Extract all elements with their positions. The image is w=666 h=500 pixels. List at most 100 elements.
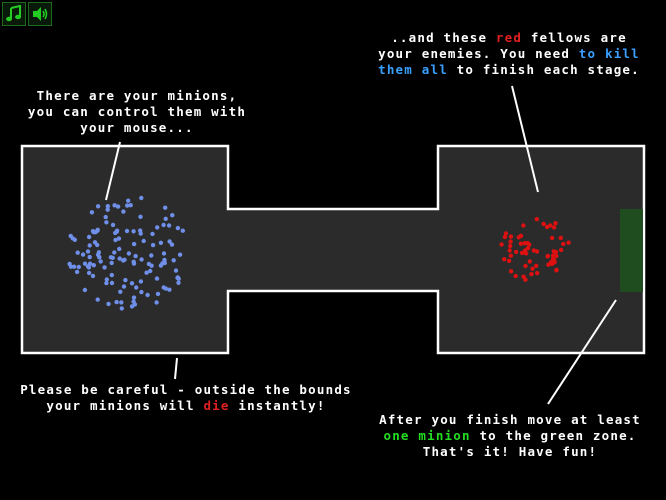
minion-dot (138, 214, 143, 219)
tip-enemies-text: to finish each stage. (447, 62, 640, 77)
minion-dot (155, 225, 160, 230)
minion-dot (141, 238, 146, 244)
enemy-group (499, 217, 571, 282)
minion-dot (86, 265, 92, 270)
minion-dot (95, 228, 100, 233)
enemy-dot (521, 223, 526, 228)
minion-dot (163, 205, 168, 210)
minion-dot (161, 285, 166, 290)
minion-dot (175, 225, 181, 231)
minion-dot (126, 198, 131, 203)
music-toggle-button[interactable] (2, 2, 26, 26)
minion-dot (167, 239, 172, 244)
enemy-dot (527, 242, 532, 247)
minion-dot (121, 209, 126, 214)
tip-minions: There are your minions, you can control … (8, 88, 266, 136)
minion-dot (125, 203, 130, 208)
tip-enemies-red-word: red (495, 30, 523, 45)
minion-dot (169, 242, 175, 247)
enemy-dot (503, 231, 509, 236)
minion-dot (154, 276, 160, 281)
enemy-dot (541, 221, 546, 227)
minion-dot (128, 203, 133, 208)
minion-dot (171, 258, 176, 263)
enemy-dot (566, 240, 571, 245)
arena[interactable] (20, 144, 646, 355)
tip-minions-line2: you can control them with (27, 104, 247, 119)
enemy-dot (546, 262, 551, 267)
enemy-dot (508, 239, 513, 244)
minion-dot (123, 277, 128, 283)
enemy-dot (554, 253, 559, 259)
minion-dot (138, 279, 144, 284)
minion-dot (121, 258, 126, 263)
minion-dot (86, 270, 92, 276)
tip-enemies: ..and these red fellows are your enemies… (360, 30, 658, 78)
enemy-dot (554, 267, 559, 273)
minion-dot (131, 229, 136, 234)
minion-dot (98, 259, 103, 264)
minion-dot (160, 261, 165, 266)
minion-dot (150, 231, 155, 237)
minion-dot (112, 203, 117, 208)
tip-bounds-text: instantly! (229, 398, 326, 413)
enemy-dot (513, 249, 519, 255)
tip-enemies-text: your enemies. You need (378, 46, 579, 61)
minion-dot (175, 275, 180, 280)
minion-dot (95, 252, 101, 257)
minion-dot (134, 285, 139, 290)
minion-dot (117, 246, 122, 252)
minion-swarm[interactable] (67, 195, 185, 311)
enemy-dot (507, 248, 512, 253)
minion-dot (163, 216, 168, 221)
enemy-dot (545, 253, 551, 259)
minion-dot (133, 253, 138, 259)
enemy-dot (551, 225, 557, 230)
minion-dot (129, 281, 135, 286)
enemy-dot (502, 234, 508, 240)
enemy-dot (553, 221, 558, 226)
enemy-dot (534, 249, 540, 254)
enemy-dot (558, 235, 563, 241)
tip-goal-line2: one minion to the green zone. (362, 428, 658, 444)
minion-dot (71, 264, 77, 269)
minion-dot (138, 228, 143, 233)
minion-dot (180, 228, 185, 233)
enemy-dot (525, 246, 531, 251)
minion-dot (90, 229, 96, 234)
enemy-dot (519, 250, 525, 256)
tip-enemies-text: fellows are (522, 30, 627, 45)
minion-dot (145, 292, 150, 298)
enemy-dot (529, 271, 534, 277)
minion-dot (103, 214, 108, 220)
music-note-icon (6, 5, 21, 22)
minion-dot (104, 220, 109, 225)
minion-dot (162, 257, 167, 263)
minion-dot (105, 207, 110, 212)
enemy-dot (508, 269, 514, 274)
enemy-dot (561, 241, 566, 247)
tip-goal-line3: That's it! Have fun! (422, 444, 598, 459)
tip-bounds-line1: Please be careful - outside the bounds (20, 382, 352, 397)
minion-dot (158, 240, 164, 245)
enemy-dot (551, 249, 556, 254)
pointer-goal (547, 299, 617, 405)
enemy-dot (508, 253, 514, 258)
minion-dot (90, 273, 96, 279)
minion-dot (170, 213, 175, 218)
sound-toggle-button[interactable] (28, 2, 52, 26)
minion-dot (154, 300, 159, 305)
enemy-dot (534, 217, 539, 222)
enemy-dot (513, 273, 518, 279)
enemy-dot (518, 241, 524, 246)
minion-dot (85, 249, 91, 254)
minion-dot (131, 259, 136, 264)
pointer-minions (105, 141, 121, 201)
minion-dot (89, 210, 95, 215)
enemy-dot (552, 260, 557, 265)
minion-dot (118, 289, 123, 294)
green-zone (620, 209, 643, 292)
minion-dot (126, 251, 132, 256)
enemy-dot (530, 266, 535, 271)
